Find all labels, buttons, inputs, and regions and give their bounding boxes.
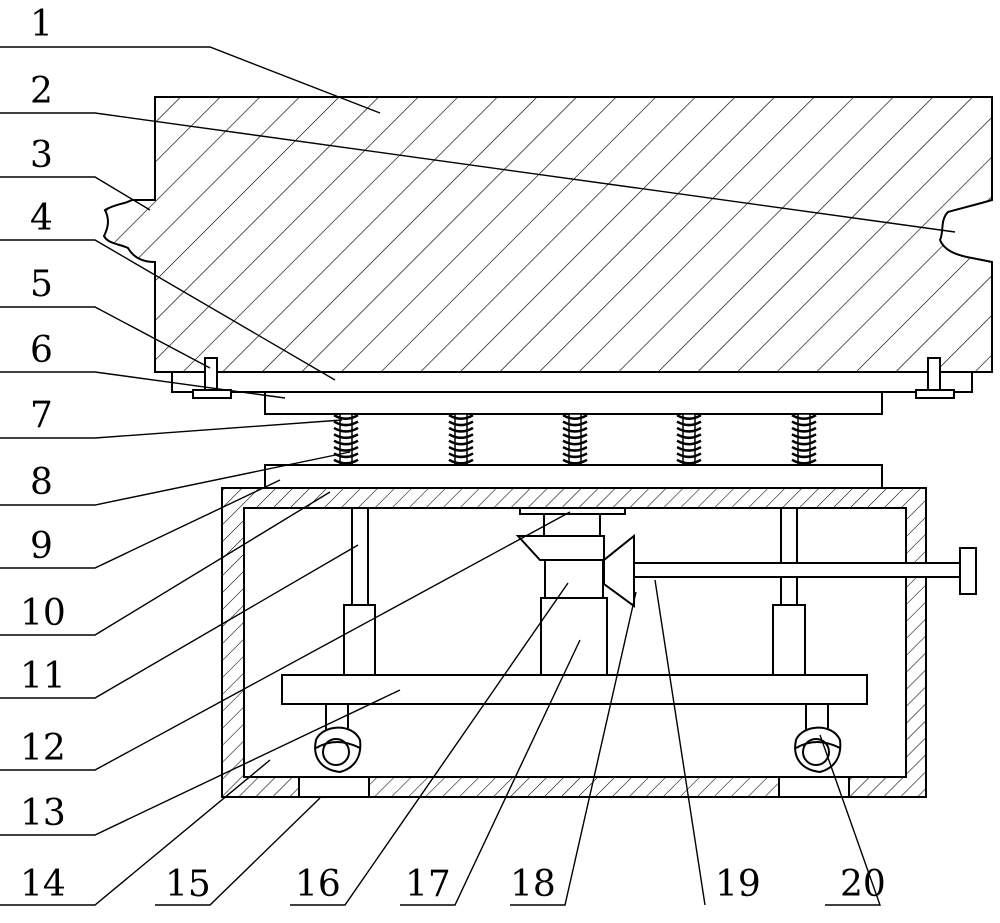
- label-20: 20: [840, 864, 886, 905]
- lift-plate: [281, 674, 868, 705]
- right-guide-rod: [772, 507, 806, 676]
- label-15: 15: [165, 864, 211, 905]
- label-2: 2: [30, 71, 53, 112]
- screw-jack: [515, 507, 626, 676]
- spring-3: [562, 413, 588, 466]
- label-16: 16: [295, 864, 341, 905]
- top-slab: [102, 96, 993, 373]
- label-18: 18: [510, 864, 556, 905]
- part-labels: 1 2 3 4 5 6 7 8 9 10 11 12 13 14 15 16 1…: [20, 4, 886, 905]
- label-8: 8: [30, 462, 53, 503]
- label-9: 9: [30, 526, 53, 567]
- left-bolt: [192, 357, 232, 399]
- label-4: 4: [30, 198, 53, 239]
- label-6: 6: [30, 330, 53, 371]
- label-12: 12: [20, 728, 66, 769]
- bevel-gear: [603, 533, 635, 608]
- label-3: 3: [30, 135, 53, 176]
- left-foot: [298, 776, 370, 798]
- spring-2: [448, 413, 474, 466]
- spring-4: [676, 413, 702, 466]
- mounting-plate: [171, 371, 973, 393]
- label-7: 7: [30, 395, 53, 436]
- label-17: 17: [405, 864, 451, 905]
- left-guide-rod: [343, 507, 376, 676]
- right-foot: [778, 776, 850, 798]
- spring-1: [333, 413, 359, 466]
- right-bolt: [915, 357, 955, 399]
- label-5: 5: [30, 264, 53, 305]
- right-caster: [794, 703, 842, 774]
- crank-shaft: [633, 547, 977, 595]
- label-19: 19: [715, 864, 761, 905]
- label-11: 11: [20, 656, 66, 697]
- springs: [333, 413, 817, 466]
- label-1: 1: [30, 4, 53, 45]
- label-13: 13: [20, 793, 66, 834]
- spring-5: [791, 413, 817, 466]
- label-14: 14: [20, 864, 66, 905]
- left-caster: [314, 703, 362, 774]
- upper-spring-plate: [264, 391, 883, 415]
- lower-spring-plate: [264, 464, 883, 489]
- leader-lines: [0, 46, 956, 906]
- label-10: 10: [20, 593, 66, 634]
